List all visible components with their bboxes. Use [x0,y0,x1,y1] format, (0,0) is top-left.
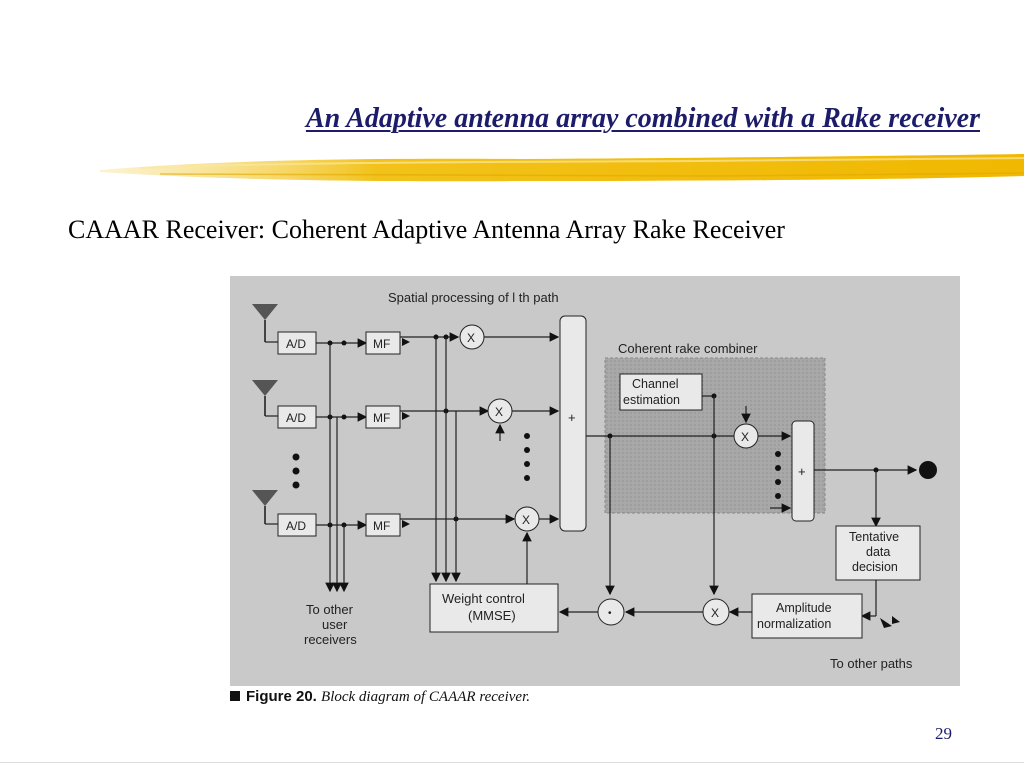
to-other-user-label: user [322,617,348,632]
svg-text:X: X [495,405,503,419]
svg-text:A/D: A/D [286,337,306,351]
svg-text:X: X [522,513,530,527]
multiplier-node: X [459,324,485,350]
tentative-decision-box: Tentative data decision [835,525,921,581]
svg-text:decision: decision [852,560,898,574]
antenna-icon [252,490,278,524]
svg-text:MF: MF [373,337,390,351]
decorative-brush-stroke [100,154,1024,182]
matched-filter-box: MF [365,405,401,429]
caption-figure-number: Figure 20. [246,688,317,705]
svg-text:Tentative: Tentative [849,530,899,544]
svg-text:•: • [608,608,612,619]
multiplier-node: X [487,398,513,424]
multiplier-node: X [514,506,540,532]
svg-text:Weight control: Weight control [442,591,525,606]
multiplier-node: X [733,423,759,449]
matched-filter-box: MF [365,331,401,355]
page-number: 29 [935,724,952,743]
spatial-adder: + [559,315,587,532]
svg-text:MF: MF [373,519,390,533]
channel-estimation-box: Channel estimation [619,373,703,411]
bottom-divider [0,762,1024,763]
spatial-processing-label: Spatial processing of l th path [388,290,559,305]
svg-text:X: X [467,331,475,345]
to-other-paths-label: To other paths [830,656,913,671]
rake-adder: + [791,420,815,522]
weight-control-box: Weight control (MMSE) [429,583,559,633]
svg-text:(MMSE): (MMSE) [468,608,516,623]
svg-text:Amplitude: Amplitude [776,601,832,615]
svg-text:Channel: Channel [632,377,679,391]
svg-text:A/D: A/D [286,519,306,533]
block-diagram: Spatial processing of l th path Coherent… [230,276,960,686]
figure-caption: Figure 20. Block diagram of CAAAR receiv… [230,688,530,706]
slide-subtitle: CAAAR Receiver: Coherent Adaptive Antenn… [68,215,785,244]
coherent-rake-label: Coherent rake combiner [618,341,758,356]
slide-title: An Adaptive antenna array combined with … [305,103,980,134]
ad-converter-box: A/D [277,513,317,537]
caption-square-icon [230,691,240,701]
caption-text: Block diagram of CAAAR receiver. [321,689,530,705]
antenna-icon [252,380,278,416]
ad-converter-box: A/D [277,405,317,429]
amplitude-normalization-box: Amplitude normalization [751,593,863,639]
svg-text:+: + [568,410,576,425]
to-other-user-label: To other [306,602,354,617]
antenna-icon [252,304,278,342]
to-other-user-label: receivers [304,632,357,647]
svg-text:X: X [711,606,719,620]
error-node: • [597,598,625,626]
matched-filter-box: MF [365,513,401,537]
svg-text:normalization: normalization [757,617,831,631]
multiplier-node: X [702,598,730,626]
svg-text:estimation: estimation [623,393,680,407]
ad-converter-box: A/D [277,331,317,355]
svg-text:data: data [866,545,890,559]
output-node [919,461,937,479]
svg-text:MF: MF [373,411,390,425]
svg-text:A/D: A/D [286,411,306,425]
svg-text:+: + [798,464,806,479]
svg-text:X: X [741,430,749,444]
